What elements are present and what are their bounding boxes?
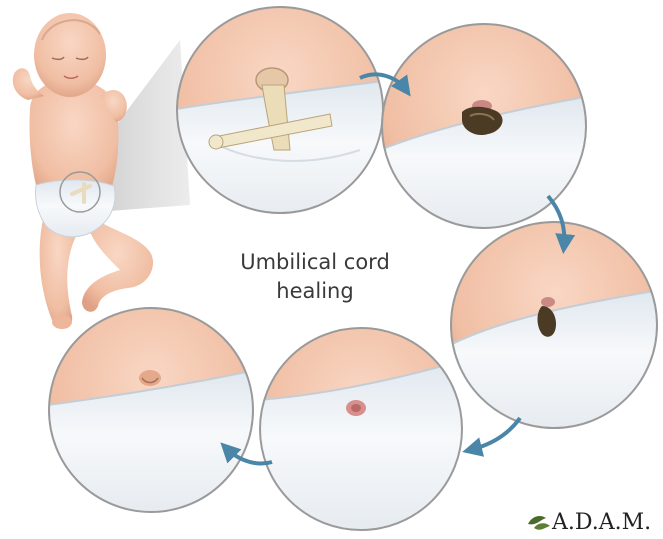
stage-clamped-cord — [170, 0, 390, 220]
stage-shrinking-stump — [450, 220, 660, 430]
stage-healed-navel — [48, 306, 256, 514]
arrow-stage3-to-stage4 — [470, 418, 520, 450]
adam-logo-leaf-icon — [528, 516, 550, 530]
stage-dried-stump — [380, 20, 590, 230]
caption-line-1: Umbilical cord — [205, 248, 425, 277]
caption-line-2: healing — [205, 277, 425, 306]
diagram-caption: Umbilical cord healing — [205, 248, 425, 306]
adam-logo-text: A.D.A.M. — [552, 510, 651, 535]
adam-logo: A.D.A.M. — [552, 508, 651, 536]
stage-healing-navel — [258, 326, 464, 532]
